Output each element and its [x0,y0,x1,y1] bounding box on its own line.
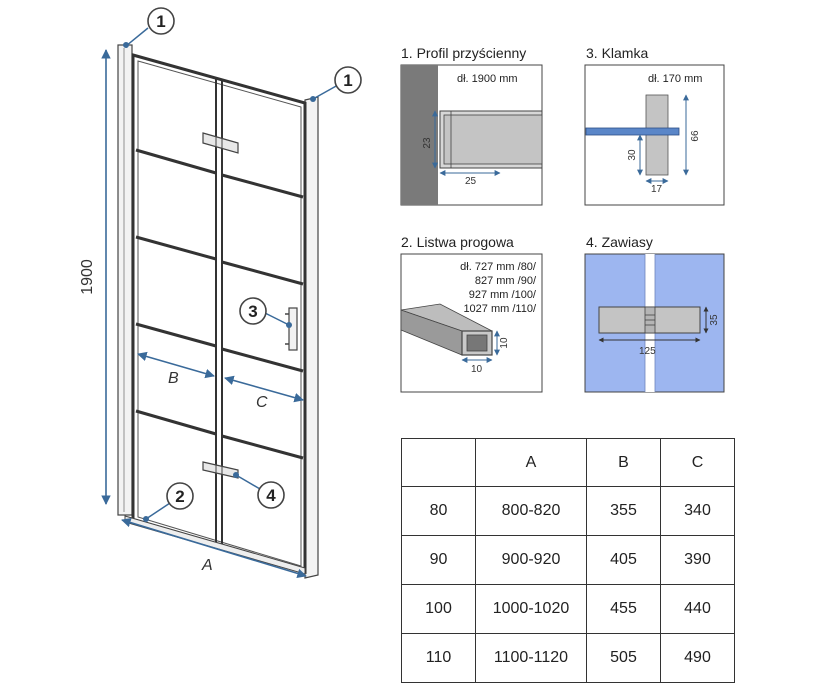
listwa-dim-h: 10 [499,337,510,349]
table-header-cell: C [660,438,735,487]
table-cell: 1000-1020 [475,584,587,634]
listwa-length-1: 827 mm /90/ [475,275,537,287]
listwa-dim-w: 10 [471,364,483,375]
height-label: 1900 [79,259,96,295]
table-cell: 1100-1120 [475,633,587,683]
panel-klamka-title: 3. Klamka [586,45,648,61]
klamka-dim-b: 30 [627,149,638,161]
hinge-bottom [202,461,239,479]
decor-bars [135,148,304,460]
table-row: 100 1000-1020 455 440 [401,584,735,634]
callout-2: 2 [143,482,194,522]
table-cell: 355 [586,486,661,536]
zawiasy-dim-w: 125 [639,346,656,357]
table-cell: 390 [660,535,735,585]
panel-listwa-title: 2. Listwa progowa [401,234,514,250]
table-row: 90 900-920 405 390 [401,535,735,585]
svg-text:1: 1 [156,12,165,31]
letter-c: C [256,394,268,411]
panel-listwa: 2. Listwa progowa dł. 727 mm /80/ 827 mm… [400,234,543,393]
klamka-length: dł. 170 mm [648,73,702,85]
listwa-length-3: 1027 mm /110/ [463,303,537,315]
table-cell: 110 [401,633,476,683]
listwa-length-2: 927 mm /100/ [469,289,537,301]
door-drawing [117,44,319,579]
panel-profil: 1. Profil przyścienny dł. 1900 mm 23 25 [400,45,543,206]
letter-a: A [201,557,213,574]
svg-text:2: 2 [175,487,184,506]
table-cell: 440 [660,584,735,634]
hinge-top [202,132,239,154]
table-cell: 90 [401,535,476,585]
wall-profile-left [117,44,133,516]
table-cell: 505 [586,633,661,683]
panel-zawiasy: 4. Zawiasy 35 125 [584,234,725,393]
table-cell: 490 [660,633,735,683]
table-cell: 80 [401,486,476,536]
table-cell: 900-920 [475,535,587,585]
letter-b: B [168,370,179,387]
table-header-row: A B C [401,438,735,487]
profil-dim-h: 23 [422,137,433,149]
table-cell: 340 [660,486,735,536]
callout-1-right: 1 [310,66,362,102]
listwa-length-0: dł. 727 mm /80/ [460,261,537,273]
svg-text:4: 4 [266,486,276,505]
height-dimension: 1900 [79,49,111,505]
wall-profile-right [304,96,319,579]
table-cell: 100 [401,584,476,634]
table-cell: 455 [586,584,661,634]
callout-4: 4 [233,472,285,509]
svg-text:3: 3 [248,302,257,321]
dimension-b: B [137,351,215,387]
dimension-c: C [224,375,304,411]
klamka-dim-c: 17 [651,184,663,195]
table-cell: 800-820 [475,486,587,536]
door-handle [285,307,298,351]
profil-dim-w: 25 [465,176,477,187]
table-row: 110 1100-1120 505 490 [401,633,735,683]
panel-klamka: 3. Klamka dł. 170 mm 66 30 17 [584,45,725,206]
callout-3: 3 [239,297,292,328]
profil-length: dł. 1900 mm [457,73,518,85]
dimension-a: A [121,517,307,579]
dimension-table: A B C 80 800-820 355 340 90 900-920 405 … [401,438,735,683]
table-header-cell: B [586,438,661,487]
table-row: 80 800-820 355 340 [401,486,735,536]
svg-text:1: 1 [343,71,352,90]
klamka-dim-a: 66 [690,130,701,142]
table-header-cell [401,438,476,487]
panel-zawiasy-title: 4. Zawiasy [586,234,653,250]
panel-profil-title: 1. Profil przyścienny [401,45,526,61]
table-header-cell: A [475,438,587,487]
table-cell: 405 [586,535,661,585]
callout-1-top: 1 [123,7,175,48]
zawiasy-dim-h: 35 [709,314,720,326]
